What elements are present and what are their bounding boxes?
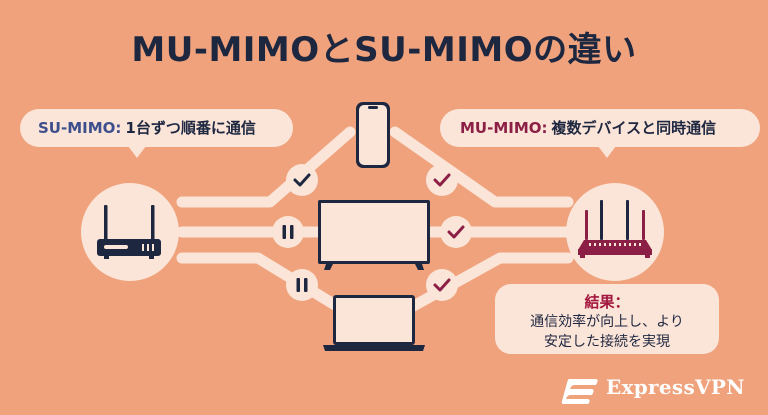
laptop-icon bbox=[323, 295, 425, 351]
su-status-laptop bbox=[286, 269, 318, 301]
tv-icon bbox=[318, 200, 430, 270]
mu-router bbox=[566, 183, 664, 281]
su-mimo-label: SU-MIMO: bbox=[38, 119, 122, 137]
check-icon bbox=[433, 278, 451, 292]
check-icon bbox=[447, 225, 465, 239]
brand-name: ExpressVPN bbox=[606, 375, 745, 399]
line-su-phone bbox=[176, 126, 356, 208]
mu-mimo-text: 複数デバイスと同時通信 bbox=[551, 119, 717, 137]
result-box: 結果： 通信効率が向上し、より 安定した接続を実現 bbox=[495, 284, 719, 354]
router-icon bbox=[578, 200, 652, 258]
pause-icon bbox=[282, 225, 294, 239]
connection-lines bbox=[176, 126, 574, 314]
result-line-2: 安定した接続を実現 bbox=[544, 334, 670, 350]
mu-status-phone bbox=[426, 164, 458, 196]
su-router bbox=[81, 183, 179, 281]
result-title: 結果： bbox=[584, 293, 630, 311]
check-icon bbox=[293, 173, 311, 187]
router-icon bbox=[97, 205, 161, 259]
page-title: MU-MIMOとSU-MIMOの違い bbox=[131, 30, 637, 70]
phone-icon bbox=[356, 102, 390, 168]
mu-mimo-bubble: MU-MIMO:複数デバイスと同時通信 bbox=[440, 109, 760, 158]
check-icon bbox=[433, 173, 451, 187]
su-status-phone bbox=[286, 164, 318, 196]
expressvpn-logo-icon bbox=[561, 379, 598, 404]
line-mu-phone bbox=[389, 126, 574, 208]
mu-mimo-label: MU-MIMO: bbox=[460, 119, 548, 137]
mu-status-tv bbox=[440, 216, 472, 248]
su-status-tv bbox=[272, 216, 304, 248]
su-mimo-bubble: SU-MIMO:1台ずつ順番に通信 bbox=[20, 109, 293, 158]
pause-icon bbox=[296, 278, 308, 292]
bubble-tail bbox=[128, 146, 146, 158]
su-mimo-text: 1台ずつ順番に通信 bbox=[125, 119, 256, 137]
result-line-1: 通信効率が向上し、より bbox=[530, 314, 684, 330]
bubble-tail bbox=[598, 146, 616, 158]
mu-status-laptop bbox=[426, 269, 458, 301]
